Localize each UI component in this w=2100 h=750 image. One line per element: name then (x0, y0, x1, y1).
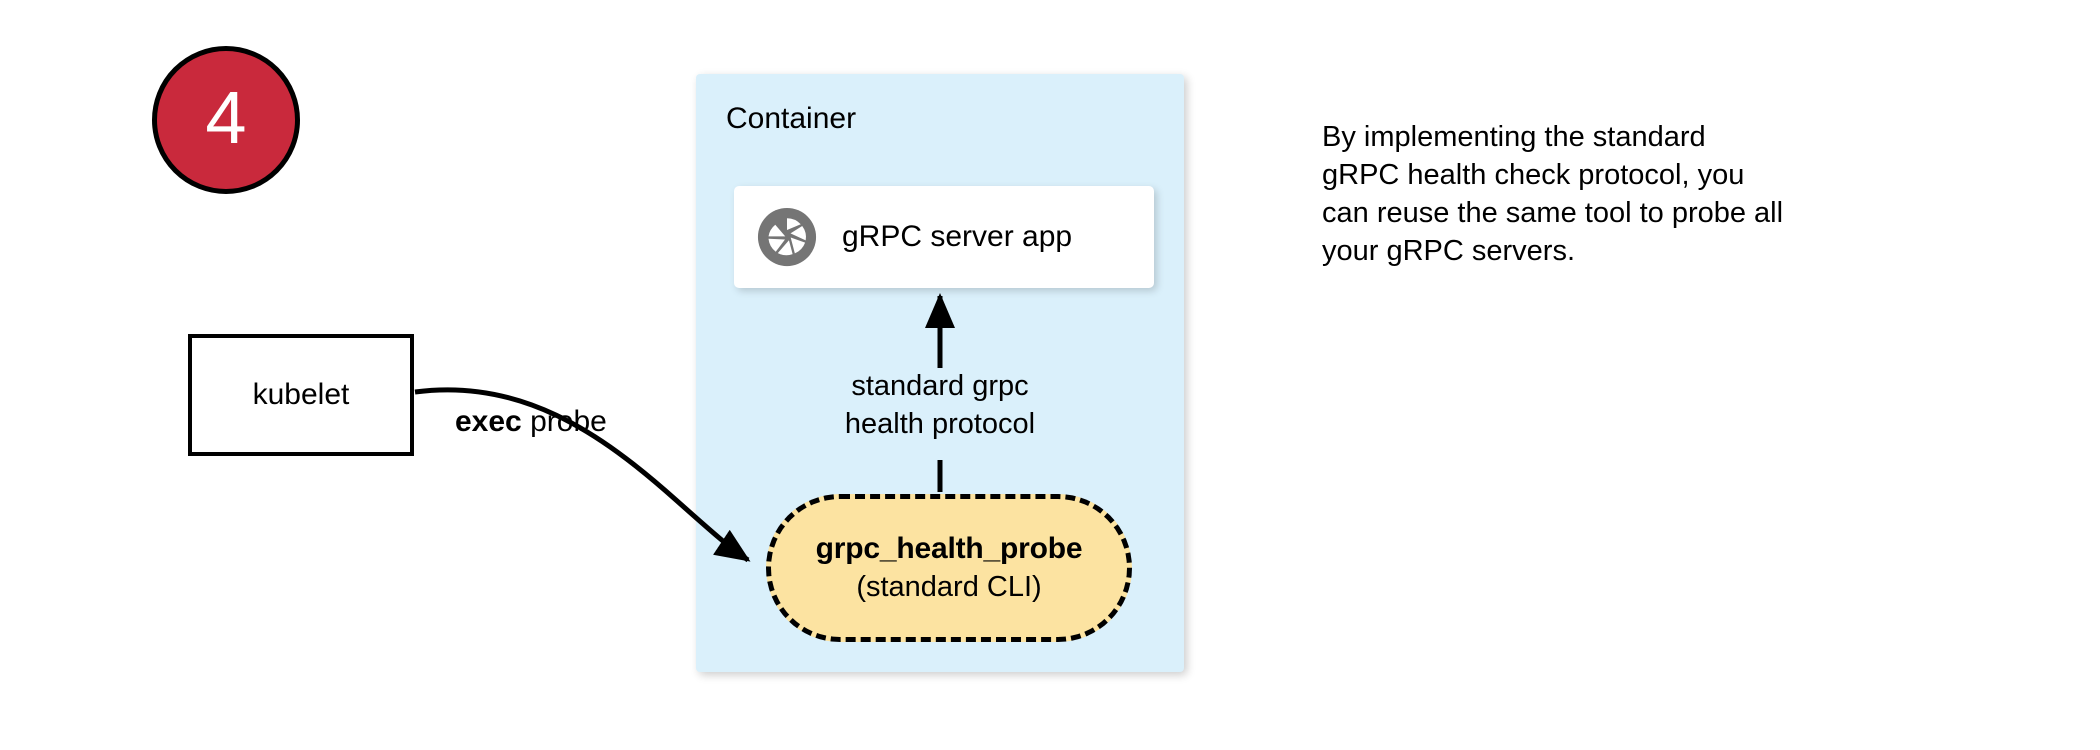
exec-probe-label-rest: probe (521, 405, 607, 438)
step-number-badge: 4 (152, 46, 300, 194)
annotation-line-2: gRPC health check protocol, you (1322, 159, 1745, 191)
health-protocol-line-2: health protocol (844, 408, 1036, 440)
annotation-line-3: can reuse the same tool to probe all (1322, 197, 1784, 229)
container-title: Container (726, 102, 857, 135)
grpc-health-probe-subtitle: (standard CLI) (856, 571, 1042, 603)
exec-probe-edge-label: exec probe (455, 405, 607, 439)
grpc-health-probe-node: grpc_health_probe (standard CLI) (766, 494, 1132, 642)
step-number-text: 4 (205, 76, 247, 159)
grpc-server-app-label: gRPC server app (842, 220, 1073, 253)
health-protocol-edge-label: standard grpc health protocol (830, 372, 1050, 439)
annotation-line-1: By implementing the standard (1322, 121, 1706, 153)
exec-probe-label-bold: exec (455, 405, 522, 438)
kubelet-box: kubelet (188, 334, 414, 456)
grpc-aperture-icon (757, 207, 817, 267)
annotation-line-4: your gRPC servers. (1322, 235, 1576, 267)
grpc-server-app-card: gRPC server app (734, 186, 1154, 288)
health-protocol-line-1: standard grpc (851, 370, 1029, 402)
grpc-health-probe-title: grpc_health_probe (815, 532, 1083, 565)
annotation-text: By implementing the standard gRPC health… (1322, 118, 1902, 270)
kubelet-label: kubelet (252, 378, 350, 411)
